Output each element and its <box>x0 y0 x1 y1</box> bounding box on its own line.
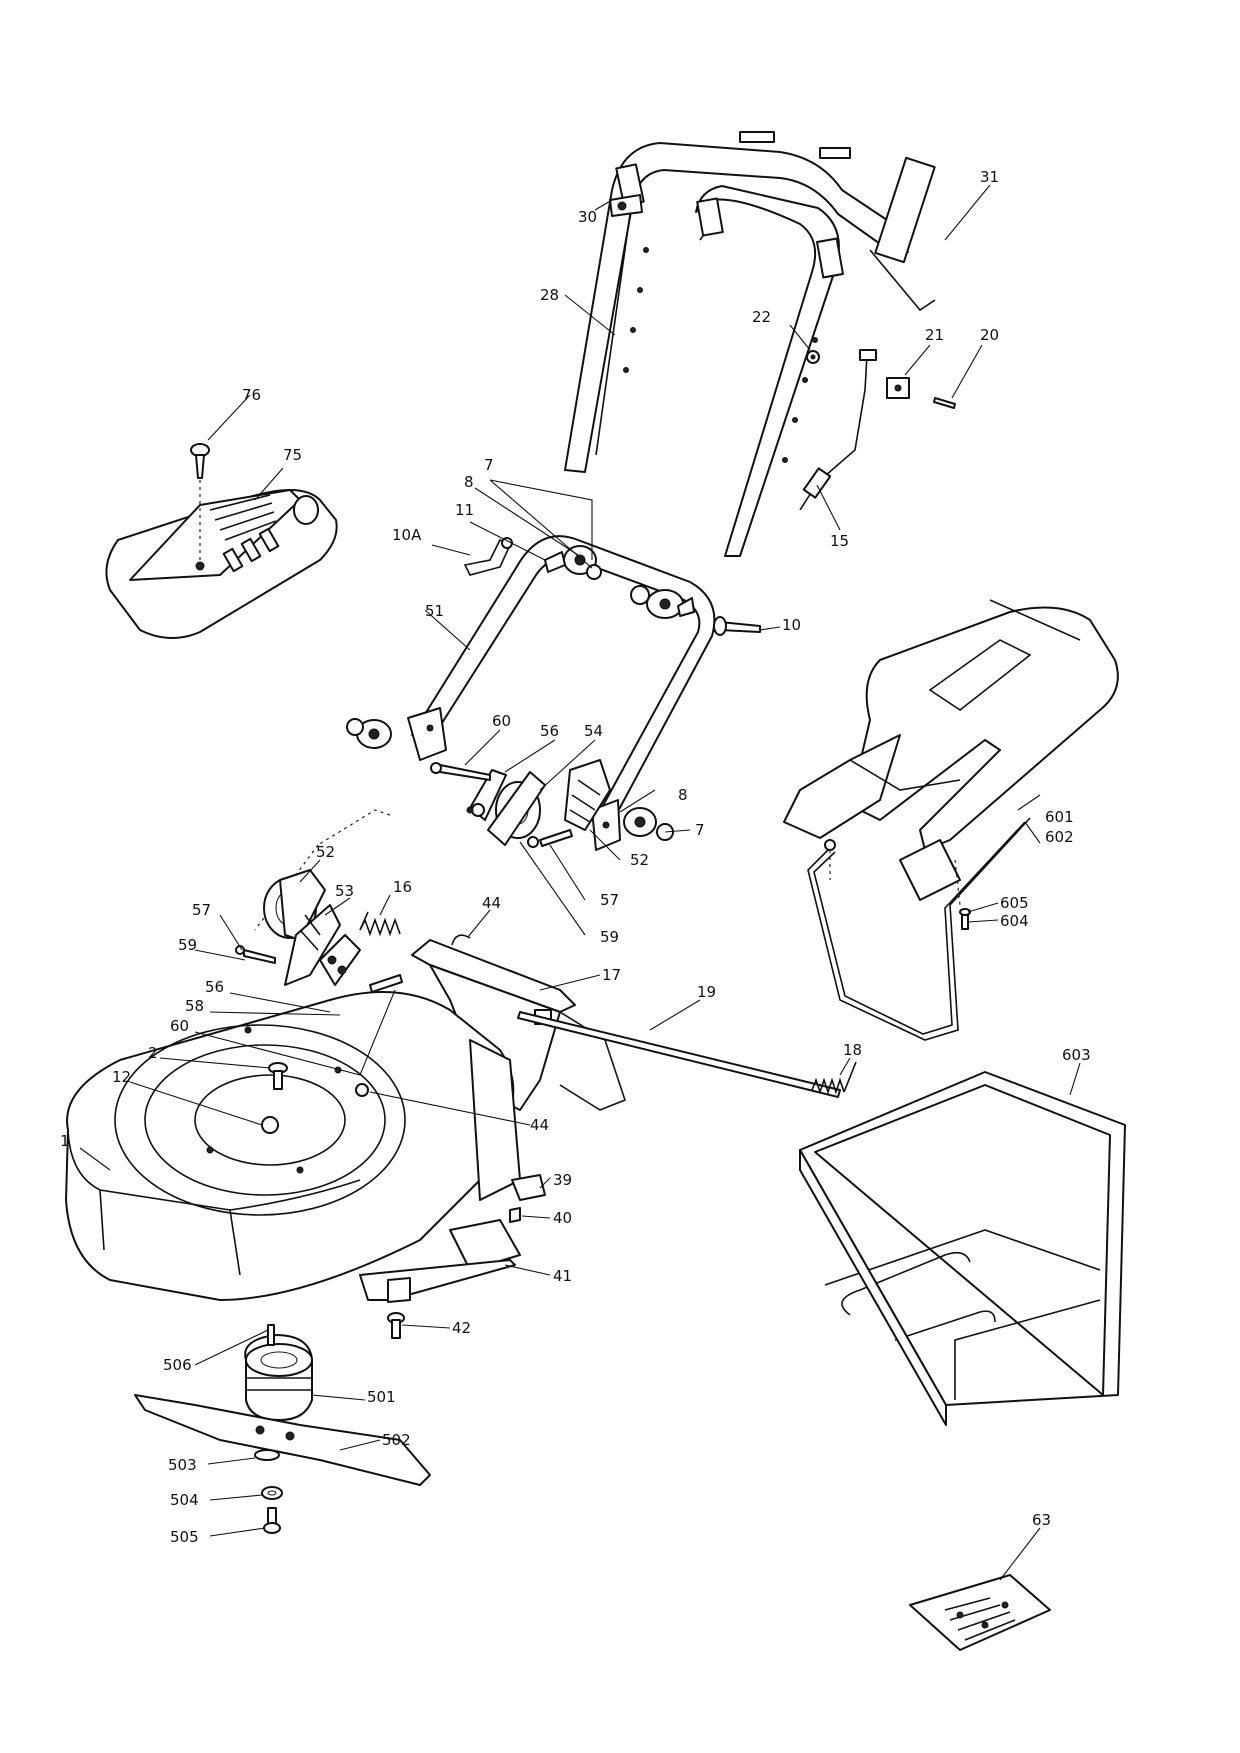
label-2: 2 <box>148 1044 158 1062</box>
label-506: 506 <box>163 1356 192 1374</box>
deflector-41 <box>359 1259 516 1303</box>
screw-20 <box>933 397 956 409</box>
washer-504 <box>261 1486 283 1500</box>
bolt-10 <box>713 616 761 636</box>
screw-42 <box>387 1312 405 1339</box>
circlip-43 <box>451 934 471 946</box>
label-60-left: 60 <box>170 1017 189 1035</box>
screw-76 <box>190 443 210 560</box>
blade-adapter-501 <box>244 1334 313 1421</box>
adjuster-right <box>430 759 674 848</box>
label-57-right: 57 <box>600 891 619 909</box>
label-1: 1 <box>60 1132 70 1150</box>
engine-cover-75 <box>105 489 338 640</box>
label-40: 40 <box>553 1209 572 1227</box>
label-605: 605 <box>1000 894 1029 912</box>
mower-deck-1 <box>65 991 521 1301</box>
label-59-left: 59 <box>178 936 197 954</box>
label-7-top: 7 <box>484 456 494 474</box>
spring-18 <box>811 1061 857 1095</box>
label-56-top: 56 <box>540 722 559 740</box>
nut-22 <box>806 350 820 364</box>
label-8-top: 8 <box>464 473 474 491</box>
label-60-top: 60 <box>492 712 511 730</box>
label-51: 51 <box>425 602 444 620</box>
bolt-505 <box>263 1507 281 1534</box>
upper-handle <box>564 131 936 557</box>
label-52-left: 52 <box>316 843 335 861</box>
label-59-right: 59 <box>600 928 619 946</box>
label-56-left: 56 <box>205 978 224 996</box>
blade-502 <box>134 1394 431 1486</box>
clamp-39-40 <box>509 1174 546 1223</box>
label-31: 31 <box>980 168 999 186</box>
label-75: 75 <box>283 446 302 464</box>
handle-clip <box>609 194 643 217</box>
label-22: 22 <box>752 308 771 326</box>
label-39: 39 <box>553 1171 572 1189</box>
label-41: 41 <box>553 1267 572 1285</box>
key-506 <box>267 1324 275 1346</box>
label-503: 503 <box>168 1456 197 1474</box>
label-15: 15 <box>830 532 849 550</box>
label-505: 505 <box>170 1528 199 1546</box>
hardware-bag-63 <box>909 1574 1051 1651</box>
label-7-mid: 7 <box>695 821 705 839</box>
grassbag-wire-frame-602 <box>807 817 1031 1041</box>
label-57-left: 57 <box>192 901 211 919</box>
label-17: 17 <box>602 966 621 984</box>
handle-knob-upper <box>544 545 695 619</box>
label-28: 28 <box>540 286 559 304</box>
label-502: 502 <box>382 1431 411 1449</box>
label-603: 603 <box>1062 1046 1091 1064</box>
label-20: 20 <box>980 326 999 344</box>
label-43: 44 <box>482 894 501 912</box>
label-12: 12 <box>112 1068 131 1086</box>
label-16: 16 <box>393 878 412 896</box>
label-18: 18 <box>843 1041 862 1059</box>
label-601: 601 <box>1045 808 1074 826</box>
label-11: 11 <box>455 501 474 519</box>
label-63: 63 <box>1032 1511 1051 1529</box>
label-44: 44 <box>530 1116 549 1134</box>
nut-44 <box>355 1083 369 1097</box>
label-504: 504 <box>170 1491 199 1509</box>
grassbag-frame-601 <box>783 599 1119 901</box>
rear-axle-19 <box>517 1011 841 1098</box>
cam-lever-10a <box>463 537 513 576</box>
label-30: 30 <box>578 208 597 226</box>
label-10: 10 <box>782 616 801 634</box>
label-10a: 10A <box>392 526 422 544</box>
label-42: 42 <box>452 1319 471 1337</box>
washer-503 <box>254 1449 280 1461</box>
label-53: 53 <box>335 882 354 900</box>
label-58: 58 <box>185 997 204 1015</box>
label-8-mid: 8 <box>678 786 688 804</box>
label-604: 604 <box>1000 912 1029 930</box>
control-cable-15 <box>799 349 877 511</box>
label-602: 602 <box>1045 828 1074 846</box>
grassbag-603 <box>799 1071 1126 1426</box>
label-52-right: 52 <box>630 851 649 869</box>
lower-handle-51 <box>407 535 716 851</box>
label-76: 76 <box>242 386 261 404</box>
label-19: 19 <box>697 983 716 1001</box>
label-21: 21 <box>925 326 944 344</box>
spring-16 <box>359 911 401 937</box>
label-54: 54 <box>584 722 603 740</box>
adjuster-left <box>235 809 403 993</box>
callouts: 76 75 30 28 31 22 21 20 15 7 8 11 10A 10… <box>60 168 1091 1581</box>
cable-clip-21 <box>886 377 910 399</box>
handle-knob-lower-left <box>346 718 392 749</box>
label-501: 501 <box>367 1388 396 1406</box>
